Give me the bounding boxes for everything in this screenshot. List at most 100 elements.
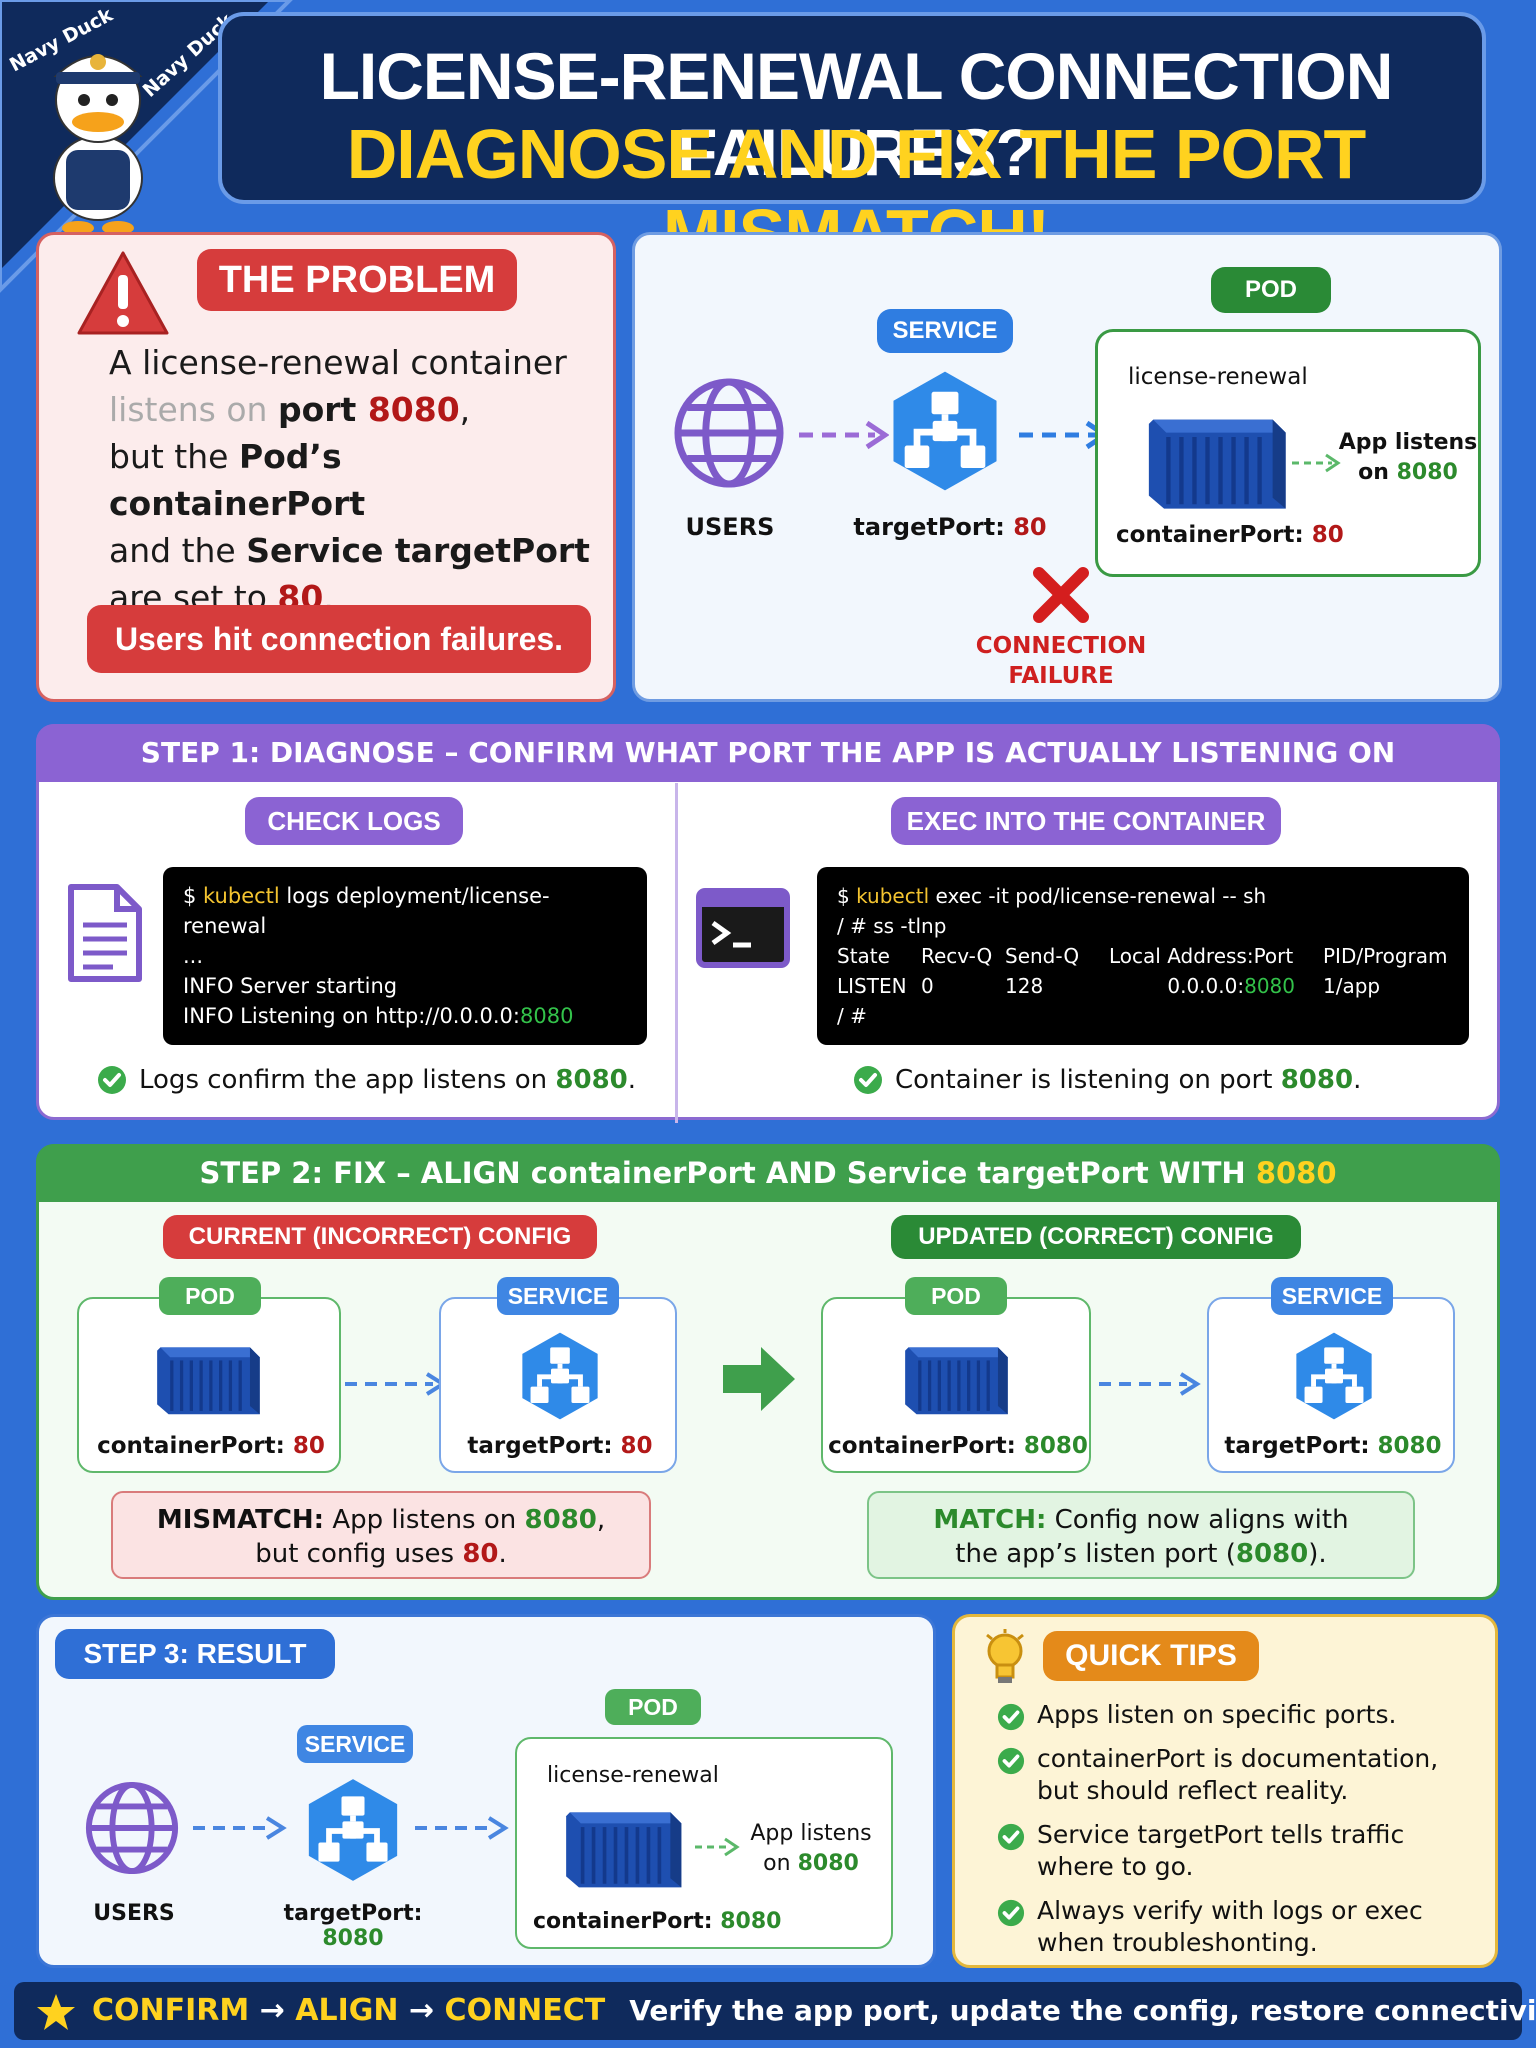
match-line-1: MATCH: Config now aligns with <box>869 1503 1413 1537</box>
check-circle-icon <box>997 1703 1025 1731</box>
tip-item: Apps listen on specific ports. <box>997 1699 1477 1731</box>
pod-tag: POD <box>1211 267 1331 313</box>
updated-service-tag: SERVICE <box>1271 1277 1393 1315</box>
current-config-tag: CURRENT (INCORRECT) CONFIG <box>163 1215 597 1259</box>
problem-l4b: Service targetPort <box>246 531 590 570</box>
footer-arrow-2: → <box>398 1993 445 2028</box>
footer-arrow-1: → <box>249 1993 296 2028</box>
page-title: LICENSE-RENEWAL CONNECTION FAILURES? <box>319 39 1394 189</box>
result-users-label: USERS <box>93 1901 175 1926</box>
app-port-value: 8080 <box>1396 460 1458 485</box>
cur-target-label: targetPort: <box>467 1433 621 1459</box>
problem-line-1: A license-renewal container <box>109 343 567 382</box>
tip-text: containerPort is documentation, but shoul… <box>1037 1743 1438 1807</box>
tip-4-line-2: when troubleshonting. <box>1037 1928 1318 1957</box>
tip-3-line-2: where to go. <box>1037 1852 1194 1881</box>
problem-l5c: . <box>323 578 334 617</box>
arrow-right-icon <box>1099 1372 1201 1396</box>
quick-tips-panel: QUICK TIPS Apps listen on specific ports… <box>952 1614 1498 1968</box>
check-circle-icon <box>997 1823 1025 1851</box>
tip-text: Service targetPort tells traffic where to… <box>1037 1819 1404 1883</box>
quick-tips-title: QUICK TIPS <box>1043 1631 1259 1681</box>
new-container-label: containerPort: <box>828 1433 1024 1459</box>
exec-confirm-text: Container is listening on port 8080. <box>895 1065 1361 1095</box>
problem-alert: Users hit connection failures. <box>87 605 591 673</box>
match-line-2: the app’s listen port (8080). <box>869 1537 1413 1571</box>
updated-container-port: containerPort: 8080 <box>823 1433 1093 1459</box>
failure-line-2: FAILURE <box>1008 663 1114 689</box>
tip-item: containerPort is documentation, but shoul… <box>997 1743 1477 1807</box>
exec-kubectl: kubectl <box>856 884 930 908</box>
problem-l4a: and the <box>109 531 247 570</box>
exec-h-state: State <box>837 944 890 968</box>
mismatch-b: App listens on <box>324 1505 525 1535</box>
current-target-port: targetPort: 80 <box>441 1433 679 1459</box>
result-target-port: targetPort: 8080 <box>253 1901 453 1951</box>
service-network-icon <box>519 1331 601 1421</box>
users-label: USERS <box>685 513 775 541</box>
exec-h-recv: Recv-Q <box>921 944 993 968</box>
logs-dots-1: ... <box>183 944 204 968</box>
new-target-label: targetPort: <box>1224 1433 1378 1459</box>
cur-container-value: 80 <box>292 1433 325 1459</box>
exec-r-pid: 1/app <box>1323 974 1381 998</box>
match-label: MATCH: <box>933 1505 1047 1535</box>
exec-prompt-end: / # <box>837 1004 867 1028</box>
step1-panel: STEP 1: DIAGNOSE – CONFIRM WHAT PORT THE… <box>36 724 1500 1123</box>
target-port-value: 80 <box>1013 513 1047 541</box>
mismatch-line-1: MISMATCH: App listens on 8080, <box>113 1503 649 1537</box>
exec-r-addr-ip: 0.0.0.0: <box>1167 974 1245 998</box>
result-target-value: 8080 <box>322 1926 384 1951</box>
match-port: 8080 <box>1235 1539 1309 1569</box>
match-b: Config now aligns with <box>1046 1505 1349 1535</box>
arrow-right-icon <box>193 1816 287 1840</box>
problem-l3b: Pod’s containerPort <box>109 437 366 523</box>
new-target-value: 8080 <box>1377 1433 1442 1459</box>
document-icon <box>68 884 142 982</box>
logs-confirm-port: 8080 <box>555 1065 628 1095</box>
lightbulb-icon <box>986 1629 1024 1683</box>
page-header: LICENSE-RENEWAL CONNECTION FAILURES? DIA… <box>218 12 1486 273</box>
arrow-right-icon <box>799 420 889 450</box>
problem-line-3: but the Pod’s containerPort <box>109 433 609 527</box>
container-icon <box>1138 408 1290 518</box>
updated-pod-box: containerPort: 8080 <box>821 1297 1091 1473</box>
duck-mascot-icon <box>53 54 143 235</box>
current-service-box: targetPort: 80 <box>439 1297 677 1473</box>
step2-title-port: 8080 <box>1255 1156 1337 1190</box>
problem-line-2: listens on port 8080, <box>109 386 609 433</box>
footer-align: ALIGN <box>295 1993 399 2028</box>
tip-2-line-1: containerPort is documentation, <box>1037 1744 1439 1773</box>
exec-table-header: State Recv-Q Send-Q Local Address:Port P… <box>837 941 1449 971</box>
container-icon <box>564 1810 684 1890</box>
tip-item: Always verify with logs or exec when trou… <box>997 1895 1477 1959</box>
exec-ss-command: / # ss -tlnp <box>837 914 947 938</box>
tip-text: Apps listen on specific ports. <box>1037 1699 1396 1731</box>
result-app-port-line: on 8080 <box>743 1849 879 1879</box>
globe-icon <box>671 375 787 491</box>
step3-title: STEP 3: RESULT <box>55 1629 335 1679</box>
tip-4-line-1: Always verify with logs or exec <box>1037 1896 1423 1925</box>
app-on-text: on <box>1358 460 1397 485</box>
exec-r-send: 128 <box>1005 974 1044 998</box>
logs-dots-2: ... <box>183 1034 204 1058</box>
problem-line-4: and the Service targetPort <box>109 527 609 574</box>
container-port-label-text: containerPort: <box>1116 522 1312 548</box>
problem-panel: THE PROBLEM A license-renewal container … <box>36 232 616 702</box>
arrow-right-icon <box>1292 453 1341 473</box>
container-icon <box>155 1345 262 1416</box>
exec-confirm-c: . <box>1353 1065 1362 1095</box>
step3-panel: STEP 3: RESULT USERS SERVICE targetPort:… <box>36 1614 936 1968</box>
mismatch-g: . <box>498 1539 507 1569</box>
mismatch-d: , <box>596 1505 606 1535</box>
tip-3-line-1: Service targetPort tells traffic <box>1037 1820 1405 1849</box>
tip-2-line-2: but should reflect reality. <box>1037 1776 1349 1805</box>
step2-title-text: STEP 2: FIX – ALIGN containerPort AND Se… <box>199 1156 1256 1190</box>
current-service-tag: SERVICE <box>497 1277 619 1315</box>
problem-l2d: , <box>459 390 471 429</box>
match-note: MATCH: Config now aligns with the app’s … <box>867 1491 1415 1579</box>
step2-panel: STEP 2: FIX – ALIGN containerPort AND Se… <box>36 1144 1500 1600</box>
updated-service-box: targetPort: 8080 <box>1207 1297 1455 1473</box>
